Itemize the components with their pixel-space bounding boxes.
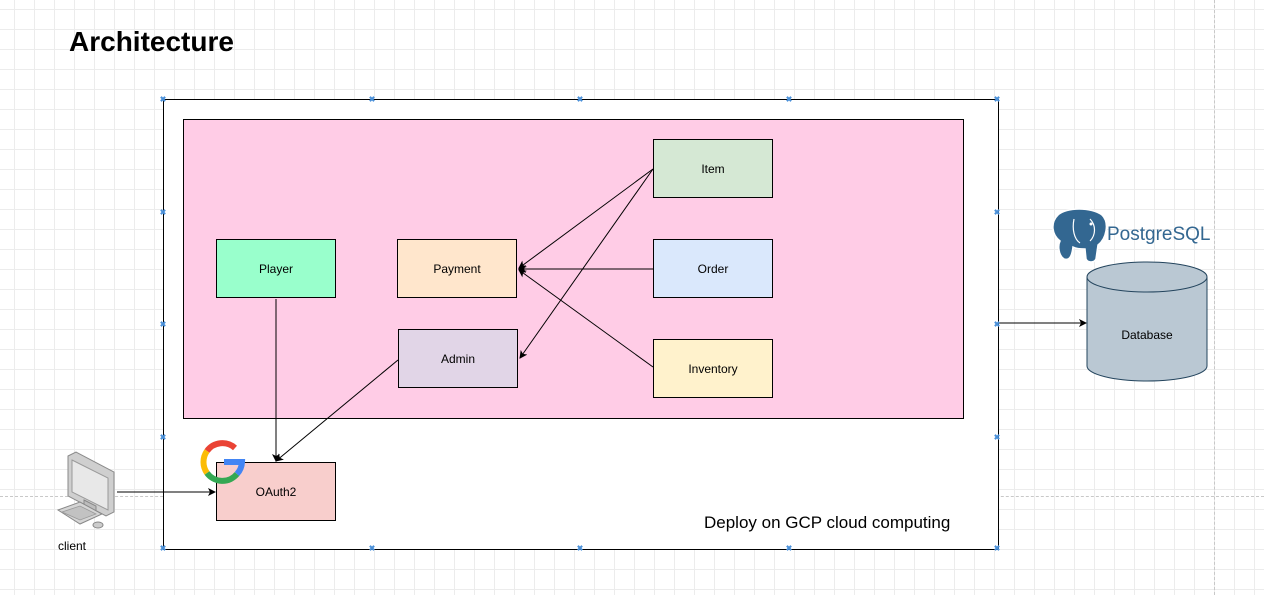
oauth-label: OAuth2 <box>255 484 297 499</box>
google-logo-icon <box>200 440 246 484</box>
order-service[interactable]: Order <box>653 239 773 298</box>
client-label: client <box>58 539 87 553</box>
admin-label: Admin <box>440 351 475 366</box>
edge-inventory-to-payment[interactable] <box>518 269 654 368</box>
postgresql-logo-text-b: SQL <box>1172 224 1211 245</box>
resize-handle-bottom-right[interactable] <box>995 546 999 550</box>
resize-handle-bottom-3[interactable] <box>787 546 791 550</box>
resize-handle-left-2[interactable] <box>161 322 165 326</box>
order-label: Order <box>697 261 729 276</box>
database-cylinder[interactable] <box>1086 261 1208 382</box>
postgresql-logo-text-a: Postgre <box>1107 224 1173 245</box>
resize-handle-top-2[interactable] <box>578 97 582 101</box>
deploy-label: Deploy on GCP cloud computing <box>704 513 951 532</box>
computer-client-icon <box>56 451 115 529</box>
resize-handle-right-1[interactable] <box>995 210 999 214</box>
resize-handle-right-2[interactable] <box>995 322 999 326</box>
edge-admin-to-oauth[interactable] <box>275 359 399 462</box>
edge-item-to-payment[interactable] <box>518 168 654 269</box>
page-guide-vertical <box>1214 0 1215 595</box>
resize-handle-top-left[interactable] <box>161 97 165 101</box>
resize-handle-left-3[interactable] <box>161 435 165 439</box>
payment-service[interactable]: Payment <box>397 239 517 298</box>
admin-service[interactable]: Admin <box>398 329 518 388</box>
resize-handle-right-3[interactable] <box>995 435 999 439</box>
item-service[interactable]: Item <box>653 139 773 198</box>
resize-handle-top-3[interactable] <box>787 97 791 101</box>
resize-handle-top-right[interactable] <box>995 97 999 101</box>
resize-handle-top-1[interactable] <box>370 97 374 101</box>
inventory-service[interactable]: Inventory <box>653 339 773 398</box>
diagram-title: Architecture <box>69 26 234 57</box>
database-label: Database <box>1121 328 1173 342</box>
edge-item-to-admin[interactable] <box>519 168 654 359</box>
payment-label: Payment <box>433 261 481 276</box>
postgresql-logo-text: PostgreSQL <box>1107 224 1211 246</box>
resize-handle-bottom-2[interactable] <box>578 546 582 550</box>
player-service[interactable]: Player <box>216 239 336 298</box>
inventory-label: Inventory <box>688 361 738 376</box>
item-label: Item <box>701 161 725 176</box>
resize-handle-bottom-left[interactable] <box>161 546 165 550</box>
resize-handle-left-1[interactable] <box>161 210 165 214</box>
resize-handle-bottom-1[interactable] <box>370 546 374 550</box>
player-label: Player <box>258 261 293 276</box>
postgresql-elephant-icon <box>1052 208 1108 263</box>
